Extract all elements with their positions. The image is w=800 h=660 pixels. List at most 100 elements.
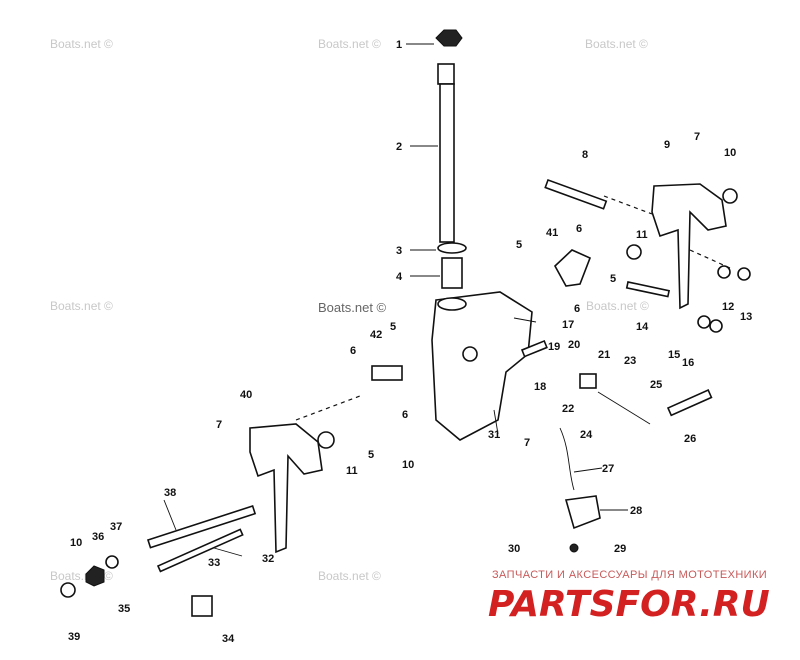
nut-part-10-left (85, 565, 105, 587)
callout-label: 18 (534, 381, 546, 393)
callout-label: 24 (580, 429, 593, 441)
washer-part-11-left (317, 431, 335, 449)
clamp-part-9 (651, 183, 727, 310)
callout-label: 16 (682, 357, 694, 369)
callout-label: 11 (636, 229, 648, 241)
banner-text: ЗАПЧАСТИ И АКСЕССУАРЫ ДЛЯ МОТОТЕХНИКИ (492, 569, 767, 581)
watermark: Boats.net © (50, 37, 113, 51)
leader-line (493, 409, 499, 435)
watermark-main: Boats.net © (318, 300, 387, 315)
steering-shaft-group (435, 29, 467, 289)
leader-line (513, 317, 537, 323)
callout-label: 22 (562, 403, 574, 415)
callout-label: 26 (684, 433, 696, 445)
watermark: Boats.net © (318, 569, 381, 583)
bushing-part-4 (441, 257, 463, 289)
callout-label: 5 (390, 321, 396, 333)
callout-label: 5 (516, 239, 522, 251)
callout-label: 35 (118, 603, 130, 615)
callout-label: 19 (548, 341, 560, 353)
callout-label: 4 (396, 271, 403, 283)
callout-label: 29 (614, 543, 626, 555)
callout-label: 6 (402, 409, 408, 421)
callout-label: 15 (668, 349, 680, 361)
callout-label: 41 (546, 227, 558, 239)
callout-label: 7 (524, 437, 530, 449)
leader-lines (163, 43, 628, 557)
callout-label: 10 (724, 147, 736, 159)
screw-part-38 (146, 505, 257, 549)
alignment-line (295, 395, 361, 421)
bolt-part-8 (544, 178, 608, 210)
callout-label: 10 (402, 459, 414, 471)
right-clamp-group (544, 178, 751, 333)
washer-part-12 (717, 265, 731, 279)
plate-part-26 (666, 389, 713, 417)
leader-line (163, 499, 177, 531)
callout-label: 12 (722, 301, 734, 313)
watermark: Boats.net © (50, 299, 113, 313)
callout-label: 7 (694, 131, 700, 143)
callout-label: 5 (610, 273, 616, 285)
callout-label: 7 (216, 419, 222, 431)
callout-label: 6 (350, 345, 356, 357)
callout-label: 9 (664, 139, 670, 151)
callout-label: 33 (208, 557, 220, 569)
nut-part-10 (722, 188, 738, 204)
callout-label: 23 (624, 355, 636, 367)
callout-label: 31 (488, 429, 500, 441)
callout-label: 13 (740, 311, 752, 323)
clamp-part-40 (249, 423, 323, 554)
callout-label: 20 (568, 339, 580, 351)
watermark: Boats.net © (318, 37, 381, 51)
nut-part-29 (569, 543, 579, 553)
callout-label: 28 (630, 505, 642, 517)
callout-label: 37 (110, 521, 122, 533)
nut-part-16 (709, 319, 723, 333)
watermark: Boats.net © (586, 299, 649, 313)
nut-part-1 (435, 29, 463, 47)
bracket-bore (437, 297, 467, 311)
callout-label: 1 (396, 39, 402, 51)
nut-part-13 (737, 267, 751, 281)
callout-label: 17 (562, 319, 574, 331)
bolt-part-14 (625, 281, 671, 298)
alignment-lines (295, 195, 731, 421)
threaded-end (437, 63, 455, 85)
callout-label: 32 (262, 553, 274, 565)
rod-part-32 (156, 528, 244, 573)
washer-part-36 (105, 555, 119, 569)
callout-label: 36 (92, 531, 104, 543)
swivel-bracket-part-31 (431, 291, 533, 441)
callout-label: 3 (396, 245, 402, 257)
tilt-lock-group (520, 339, 713, 553)
pivot-boss (462, 346, 478, 362)
callout-label: 27 (602, 463, 614, 475)
callout-label: 6 (576, 223, 582, 235)
plate-part-42 (371, 365, 403, 381)
callout-label: 2 (396, 141, 402, 153)
spring-part-27 (559, 427, 575, 491)
callout-label: 11 (346, 465, 358, 477)
footer-branding: ЗАПЧАСТИ И АКСЕССУАРЫ ДЛЯ МОТОТЕХНИКИ PA… (488, 569, 770, 625)
callout-label: 39 (68, 631, 80, 643)
brand-logo: PARTSFOR.RU (488, 584, 770, 625)
left-clamp-group (60, 365, 403, 617)
knob-part-39 (60, 582, 76, 598)
leader-line (573, 467, 603, 473)
callout-label: 42 (370, 329, 382, 341)
watermark: Boats.net © (585, 37, 648, 51)
washer-part-3 (437, 242, 467, 254)
pin-part-19 (520, 339, 548, 358)
lever-part-41 (554, 249, 592, 287)
callout-label: 21 (598, 349, 610, 361)
callout-label: 5 (368, 449, 374, 461)
block-part-23 (579, 373, 597, 389)
callout-label: 8 (582, 149, 588, 161)
shaft-part-2 (439, 83, 455, 243)
callout-label: 25 (650, 379, 662, 391)
callout-label: 34 (222, 633, 235, 645)
bracket-part-28 (564, 495, 601, 530)
rod-part-25 (597, 391, 651, 425)
